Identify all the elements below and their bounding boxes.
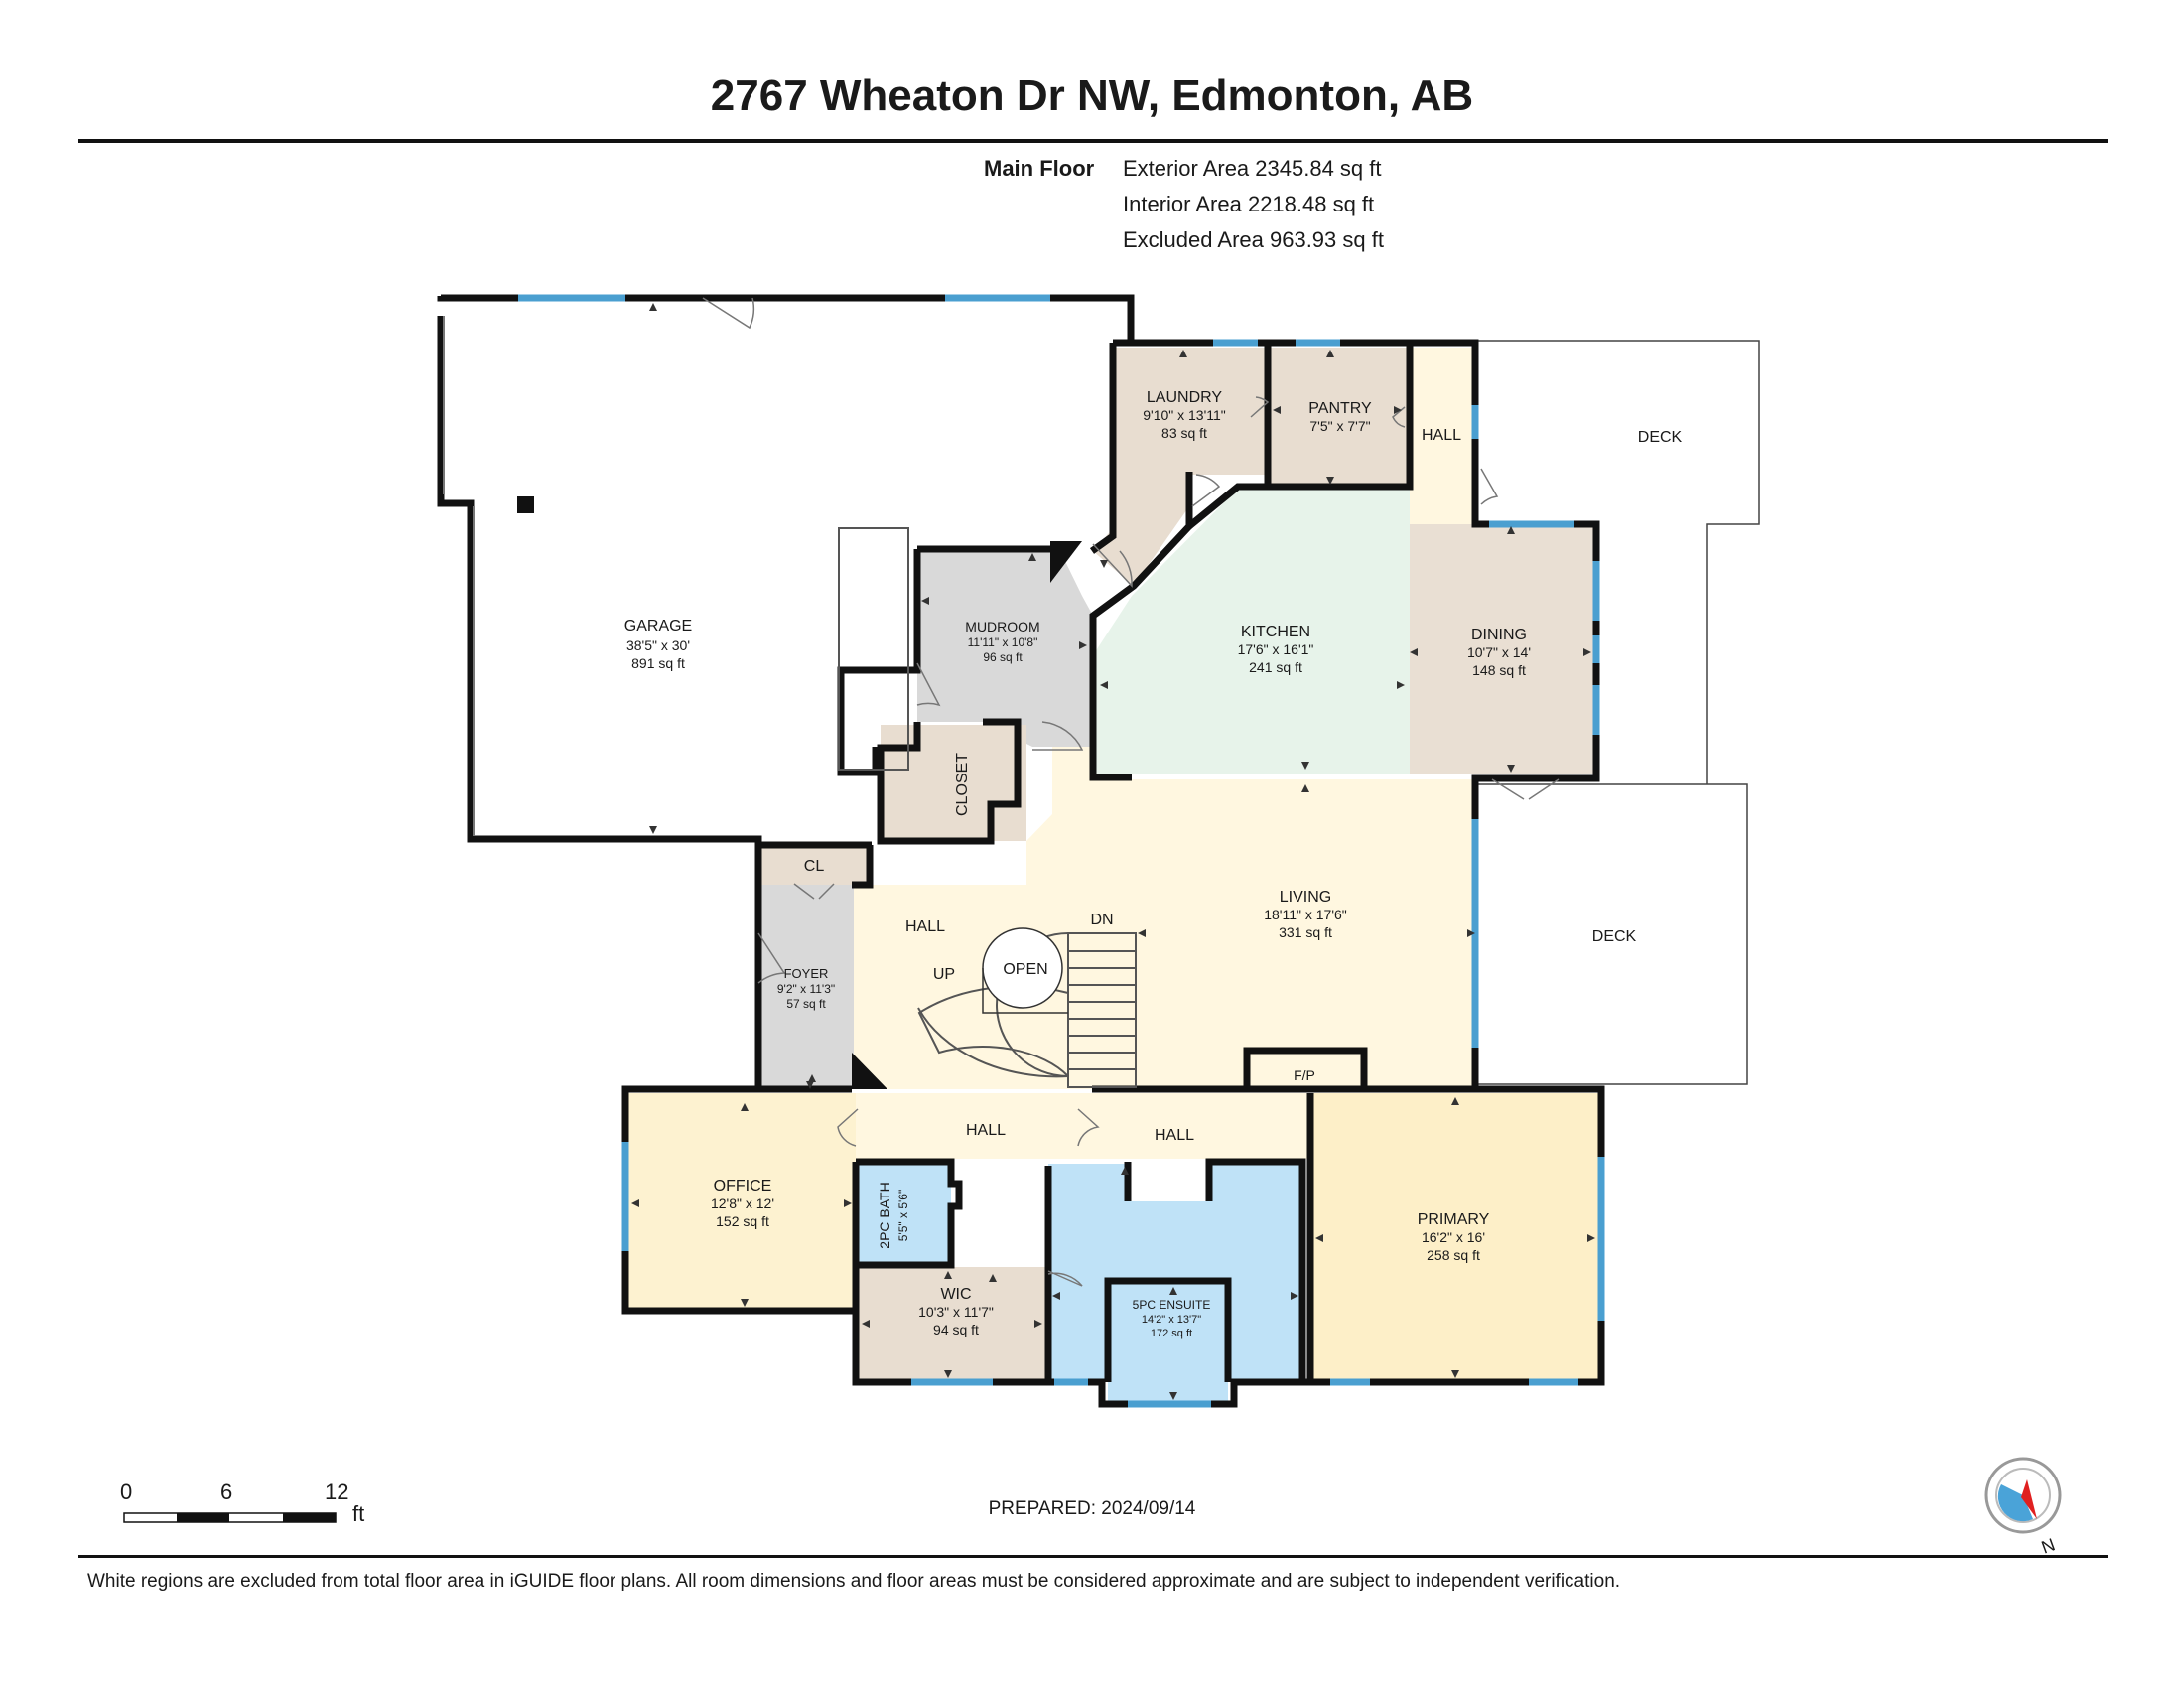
pantry-name: PANTRY: [1308, 400, 1372, 417]
dn-label: DN: [1090, 912, 1113, 928]
kitchen-dims: 17'6" x 16'1": [1238, 641, 1314, 657]
fp-label: F/P: [1294, 1067, 1315, 1083]
office-name: OFFICE: [714, 1178, 772, 1195]
garage-wall: [437, 316, 872, 849]
cl-name: CL: [804, 858, 825, 875]
deck-right-name: DECK: [1592, 928, 1637, 945]
bath-name: 2PC BATH: [877, 1182, 892, 1248]
hall-top-fill: [1409, 348, 1475, 524]
living-dims: 18'11" x 17'6": [1264, 907, 1347, 922]
foyer-name: FOYER: [784, 966, 829, 981]
mudroom-area: 96 sq ft: [983, 650, 1023, 664]
excluded-area: Excluded Area 963.93 sq ft: [1123, 227, 1384, 252]
primary-dims: 16'2" x 16': [1422, 1229, 1485, 1245]
open-label: OPEN: [1003, 961, 1047, 978]
bath-dims: 5'5" x 5'6": [896, 1190, 910, 1241]
scale-label-0: 0: [120, 1479, 133, 1504]
dining-name: DINING: [1471, 627, 1527, 643]
ensuite-name: 5PC ENSUITE: [1133, 1298, 1211, 1312]
dimension-arrows: [631, 303, 1595, 1400]
closet-name: CLOSET: [954, 753, 971, 816]
mudroom-fill: [917, 549, 1093, 747]
hall-low1-name: HALL: [966, 1122, 1006, 1139]
scale-bar: [123, 1512, 337, 1523]
footer-rule: [78, 1555, 2108, 1558]
office-dims: 12'8" x 12': [711, 1196, 774, 1211]
door-swings: [702, 297, 1560, 1287]
kitchen-name: KITCHEN: [1241, 624, 1310, 640]
mudroom-dims: 11'11" x 10'8": [968, 635, 1038, 649]
header-rule: [78, 139, 2108, 143]
primary-fill: [1310, 1093, 1598, 1380]
laundry-lower-fill: [1093, 475, 1189, 586]
footer-disclaimer: White regions are excluded from total fl…: [87, 1571, 1621, 1592]
dining-fill: [1410, 524, 1596, 774]
laundry-name: LAUNDRY: [1147, 389, 1223, 406]
scale-label-12: 12: [325, 1479, 349, 1504]
up-label: UP: [933, 966, 955, 983]
room-labels: GARAGE 38'5" x 30' 891 sq ft LAUNDRY 9'1…: [624, 389, 1683, 1339]
garage-opening: [443, 316, 475, 836]
laundry-area: 83 sq ft: [1161, 425, 1207, 441]
scale-label-6: 6: [220, 1479, 233, 1504]
kitchen-area: 241 sq ft: [1249, 659, 1302, 675]
hall-low2-name: HALL: [1155, 1127, 1194, 1144]
wic-area: 94 sq ft: [933, 1322, 979, 1337]
garage-name: GARAGE: [624, 618, 692, 634]
bath-fill: [858, 1162, 951, 1265]
prepared-date: PREPARED: 2024/09/14: [988, 1498, 1196, 1519]
post: [517, 496, 534, 513]
scale-unit: ft: [352, 1501, 365, 1526]
office-fill: [625, 1093, 856, 1308]
wall-wedge-2: [852, 1053, 887, 1089]
hall-low-fill: [856, 1093, 1310, 1159]
living-name: LIVING: [1280, 889, 1331, 906]
primary-area: 258 sq ft: [1427, 1247, 1480, 1263]
room-fills: [625, 348, 1598, 1402]
mudroom-name: MUDROOM: [965, 619, 1039, 634]
foyer-area: 57 sq ft: [786, 997, 826, 1011]
wall-wedge: [1050, 541, 1082, 583]
exterior-area: Exterior Area 2345.84 sq ft: [1123, 156, 1382, 181]
cl-fill: [758, 845, 870, 885]
laundry-fill: [1115, 348, 1269, 475]
open-circle-base: [982, 968, 1068, 1014]
primary-name: PRIMARY: [1418, 1211, 1490, 1228]
wic-fill: [858, 1267, 1046, 1380]
foyer-dims: 9'2" x 11'3": [777, 982, 835, 996]
hall-top-name: HALL: [1422, 427, 1461, 444]
living-area: 331 sq ft: [1279, 924, 1332, 940]
page-title: 2767 Wheaton Dr NW, Edmonton, AB: [710, 71, 1474, 120]
garage-dims: 38'5" x 30': [626, 637, 690, 653]
hall-mid-name: HALL: [905, 918, 945, 935]
dining-dims: 10'7" x 14': [1467, 644, 1531, 660]
wic-dims: 10'3" x 11'7": [918, 1304, 994, 1320]
ensuite-dims: 14'2" x 13'7": [1142, 1314, 1201, 1326]
wic-name: WIC: [940, 1286, 971, 1303]
dining-area: 148 sq ft: [1472, 662, 1526, 678]
compass-icon: [1984, 1457, 2062, 1534]
deck-top-name: DECK: [1638, 429, 1683, 446]
laundry-dims: 9'10" x 13'11": [1143, 407, 1226, 423]
pantry-fill: [1271, 348, 1407, 487]
kitchen-fill: [1093, 489, 1410, 774]
floor-name: Main Floor: [984, 156, 1095, 181]
interior-area: Interior Area 2218.48 sq ft: [1123, 192, 1375, 216]
office-area: 152 sq ft: [716, 1213, 769, 1229]
pantry-dims: 7'5" x 7'7": [1309, 418, 1370, 434]
ensuite-area: 172 sq ft: [1151, 1328, 1192, 1339]
foyer-fill: [758, 885, 854, 1089]
deck-outlines: [1475, 340, 1760, 1085]
garage-area: 891 sq ft: [631, 655, 685, 671]
